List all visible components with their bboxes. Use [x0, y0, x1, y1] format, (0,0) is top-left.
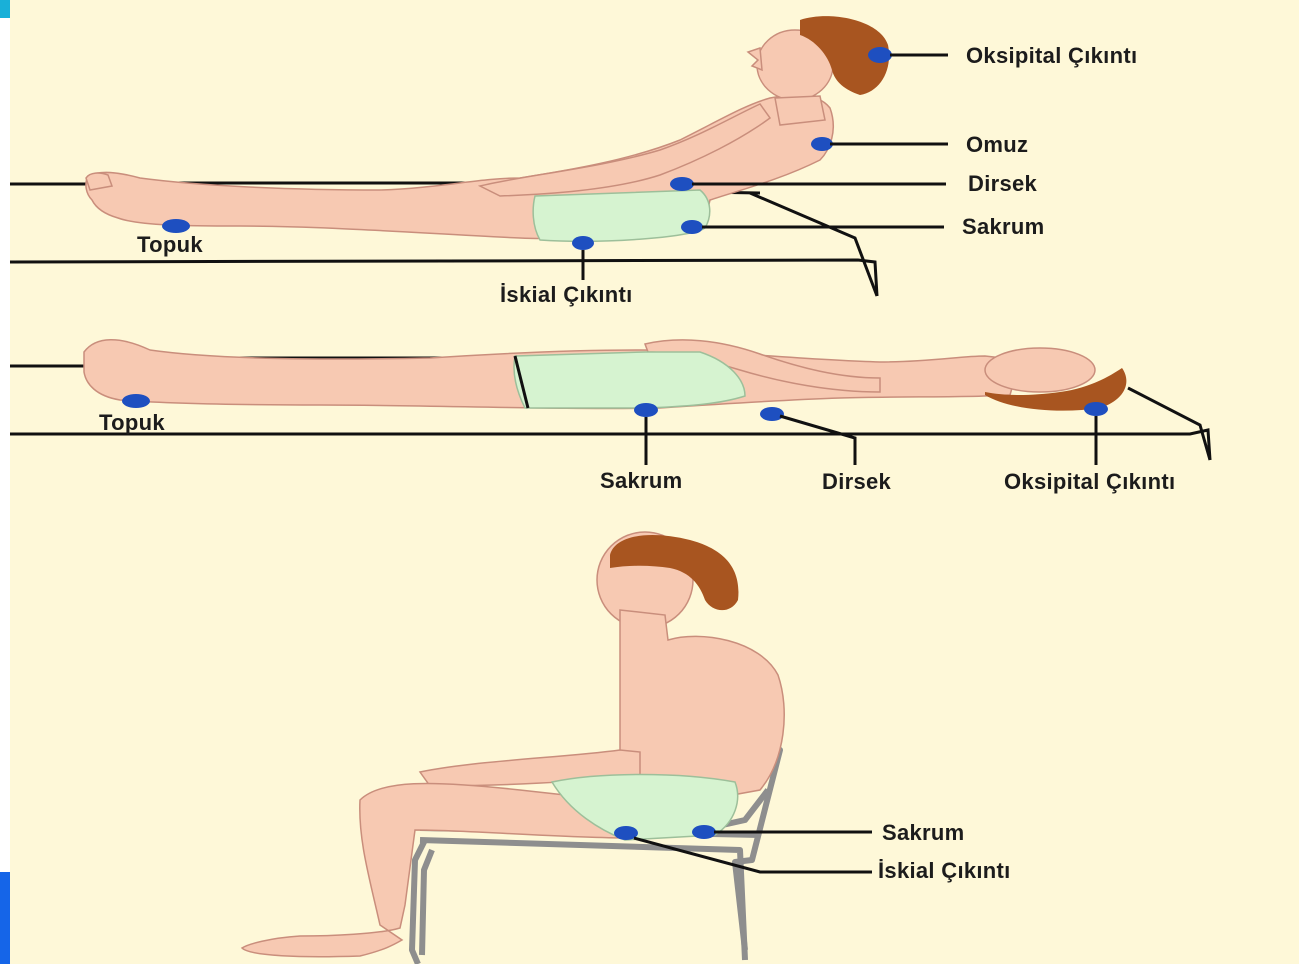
label-occipital: Oksipital Çıkıntı: [966, 45, 1137, 67]
point-shoulder: [811, 137, 833, 151]
label-sacrum: Sakrum: [962, 216, 1045, 238]
point-ischial: [572, 236, 594, 250]
label-elbow: Dirsek: [968, 173, 1037, 195]
point-heel: [162, 219, 190, 233]
point-occipital-supine: [1084, 402, 1108, 416]
point-heel-supine: [122, 394, 150, 408]
label-ischial-sitting: İskial Çıkıntı: [878, 860, 1011, 882]
label-heel-supine: Topuk: [99, 412, 165, 434]
point-elbow-supine: [760, 407, 784, 421]
point-sacrum-sitting: [692, 825, 716, 839]
label-heel: Topuk: [137, 234, 203, 256]
point-occipital: [868, 47, 892, 63]
label-sacrum-supine: Sakrum: [600, 470, 683, 492]
label-occipital-supine: Oksipital Çıkıntı: [1004, 471, 1175, 493]
point-sacrum-supine: [634, 403, 658, 417]
point-elbow: [670, 177, 694, 191]
point-sacrum: [681, 220, 703, 234]
label-ischial: İskial Çıkıntı: [500, 284, 633, 306]
label-shoulder: Omuz: [966, 134, 1028, 156]
label-elbow-supine: Dirsek: [822, 471, 891, 493]
label-sacrum-sitting: Sakrum: [882, 822, 965, 844]
